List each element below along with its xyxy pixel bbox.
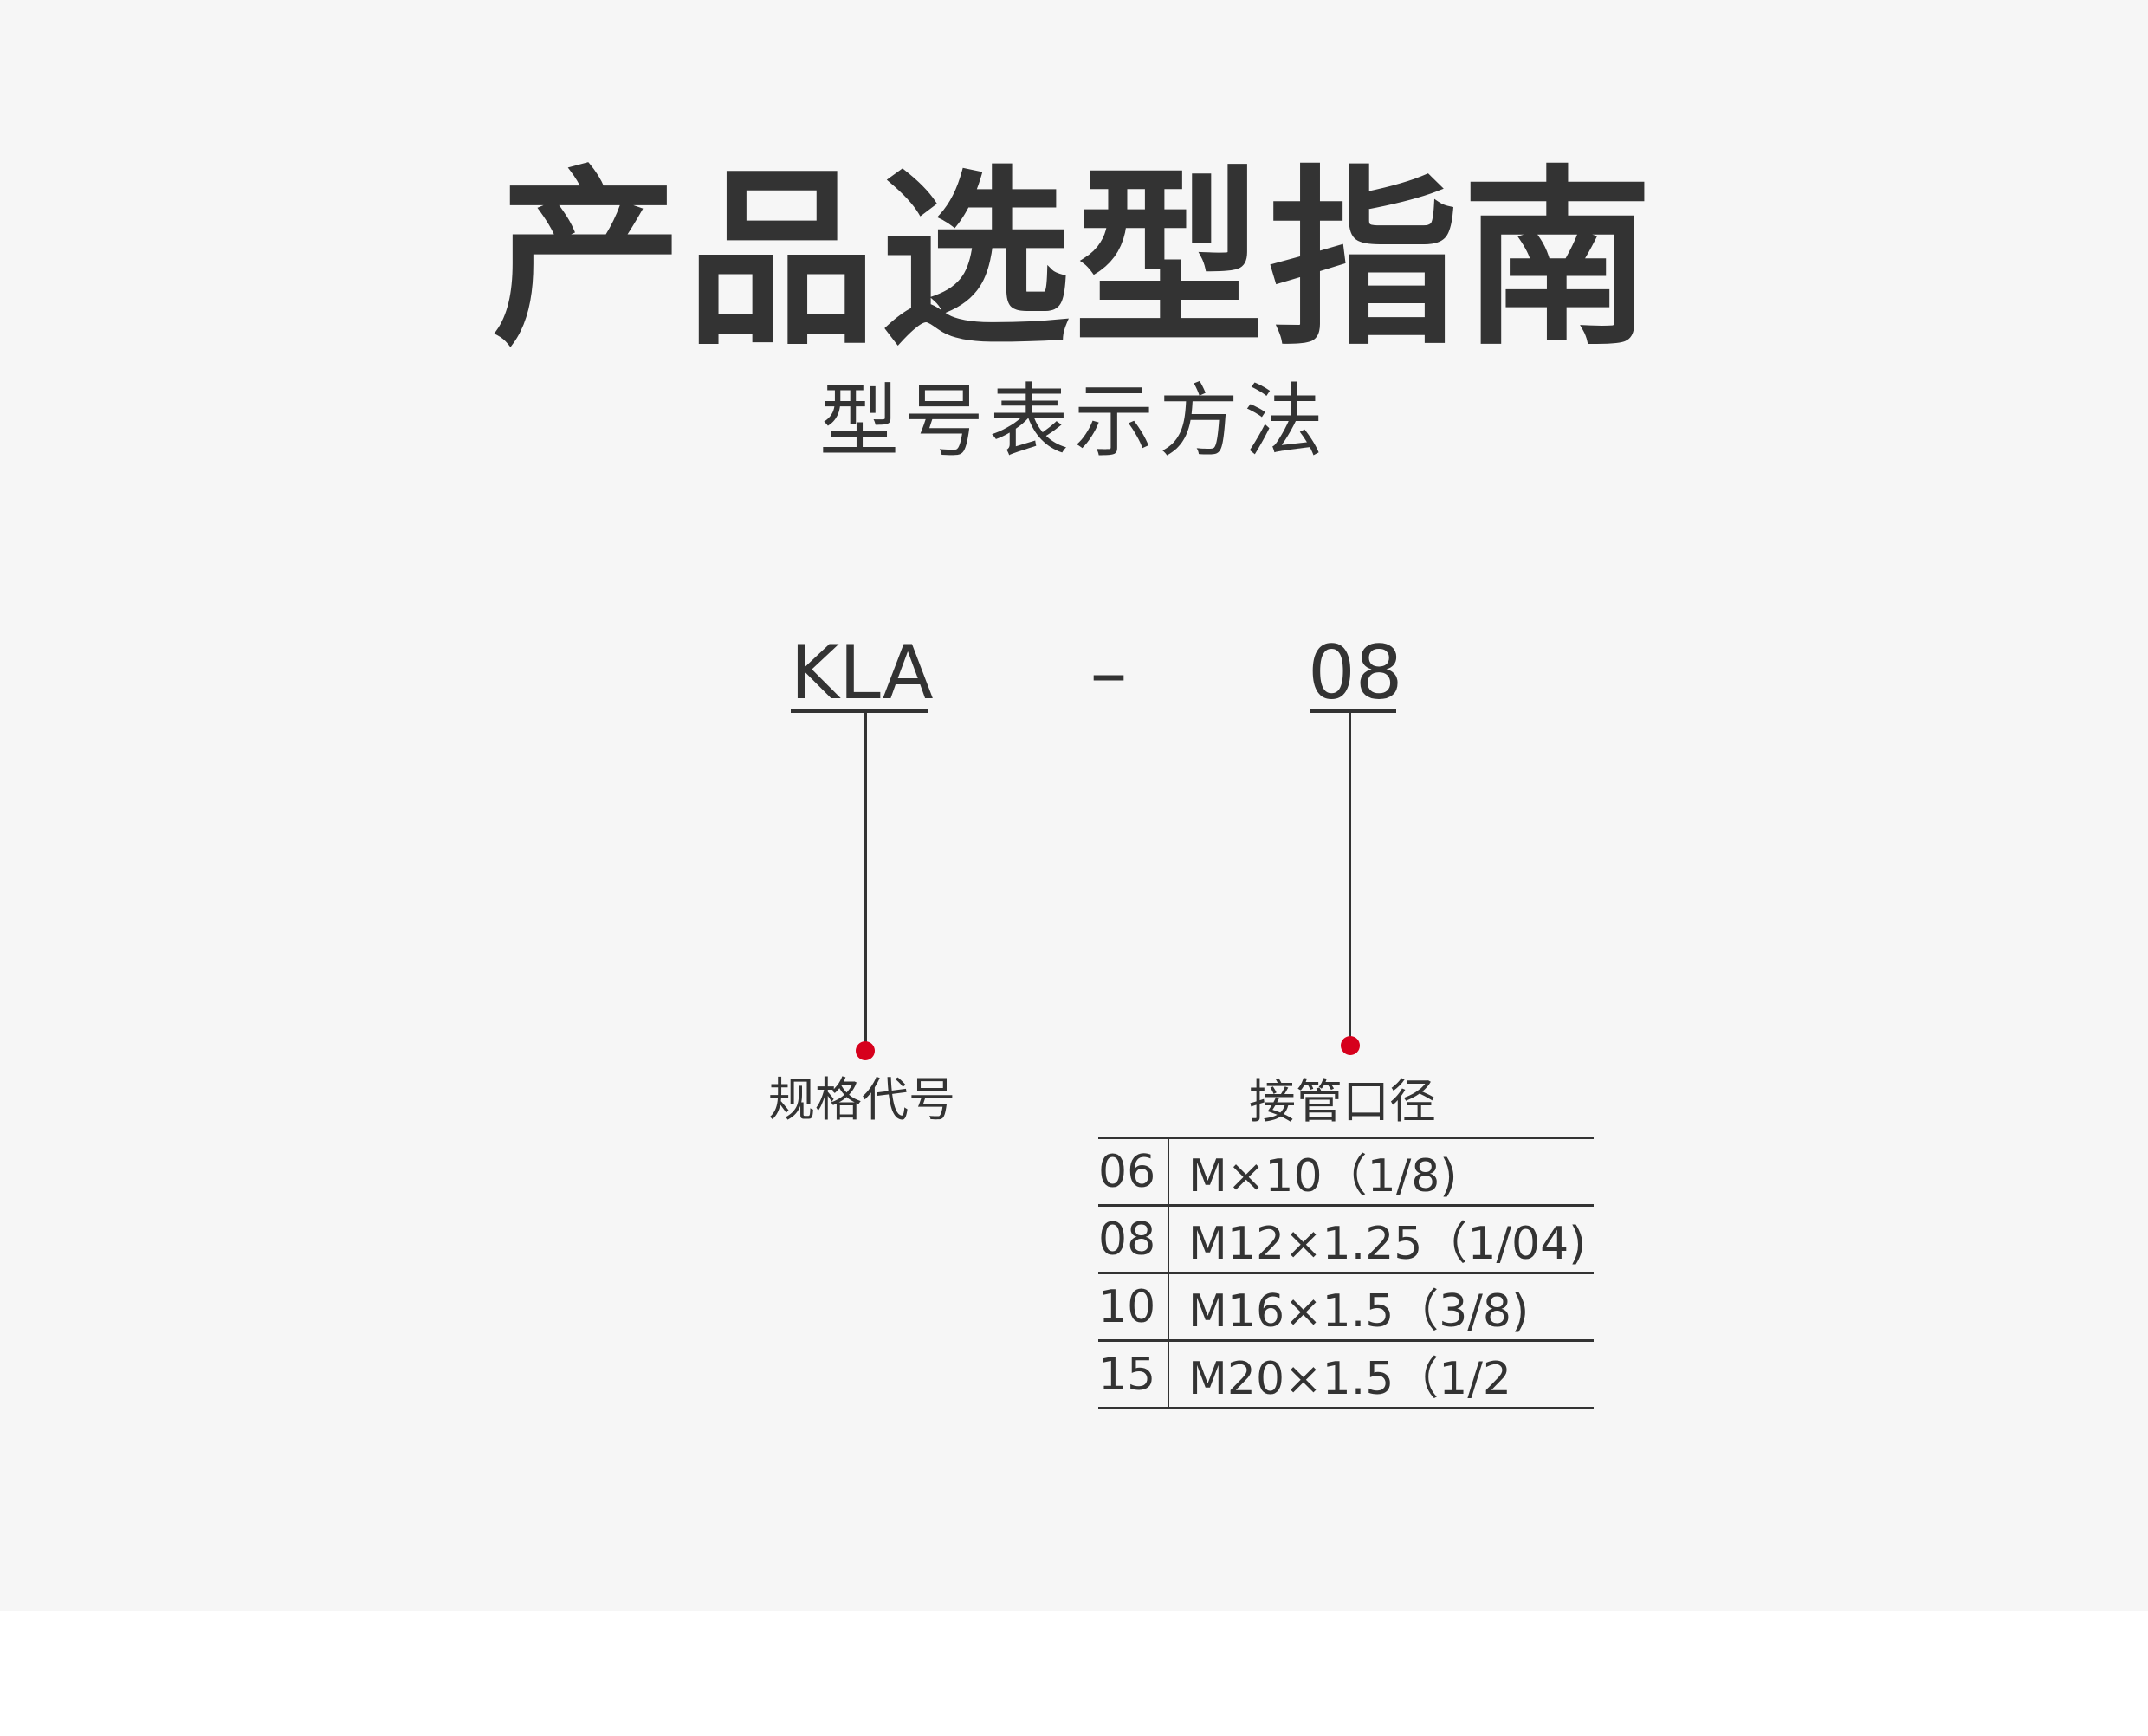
port-thread-cell: M16×1.5（3/8) bbox=[1168, 1272, 1594, 1341]
port-leader-line bbox=[1349, 713, 1351, 1038]
port-code-cell: 10 bbox=[1098, 1272, 1169, 1341]
model-prefix: KLA bbox=[790, 630, 934, 716]
table-row: 10 M16×1.5（3/8) bbox=[1098, 1272, 1594, 1341]
table-row: 06 M×10（1/8) bbox=[1098, 1137, 1594, 1206]
port-marker-dot bbox=[1341, 1036, 1360, 1055]
content-panel bbox=[0, 0, 2148, 1611]
port-code-cell: 08 bbox=[1098, 1204, 1169, 1273]
spec-marker-dot bbox=[856, 1041, 875, 1060]
port-code-cell: 15 bbox=[1098, 1339, 1169, 1409]
port-code-cell: 06 bbox=[1098, 1137, 1169, 1206]
page-subtitle: 型号表示方法 bbox=[818, 375, 1329, 468]
port-diameter-label: 接管口径 bbox=[1249, 1074, 1436, 1129]
table-row: 15 M20×1.5（1/2 bbox=[1098, 1339, 1594, 1409]
spec-code-label: 规格代号 bbox=[768, 1072, 955, 1127]
model-prefix-underline bbox=[791, 709, 928, 713]
page-title: 产品选型指南 bbox=[491, 149, 1656, 371]
model-separator: – bbox=[1090, 630, 1128, 716]
port-thread-cell: M20×1.5（1/2 bbox=[1168, 1339, 1594, 1409]
spec-leader-line bbox=[864, 713, 867, 1044]
port-size-table: 06 M×10（1/8) 08 M12×1.25（1/04) 10 M16×1.… bbox=[1098, 1137, 1594, 1409]
port-thread-cell: M×10（1/8) bbox=[1168, 1137, 1594, 1206]
model-size-underline bbox=[1310, 709, 1396, 713]
port-thread-cell: M12×1.25（1/04) bbox=[1168, 1204, 1594, 1273]
table-row: 08 M12×1.25（1/04) bbox=[1098, 1204, 1594, 1273]
model-size: 08 bbox=[1308, 630, 1403, 716]
